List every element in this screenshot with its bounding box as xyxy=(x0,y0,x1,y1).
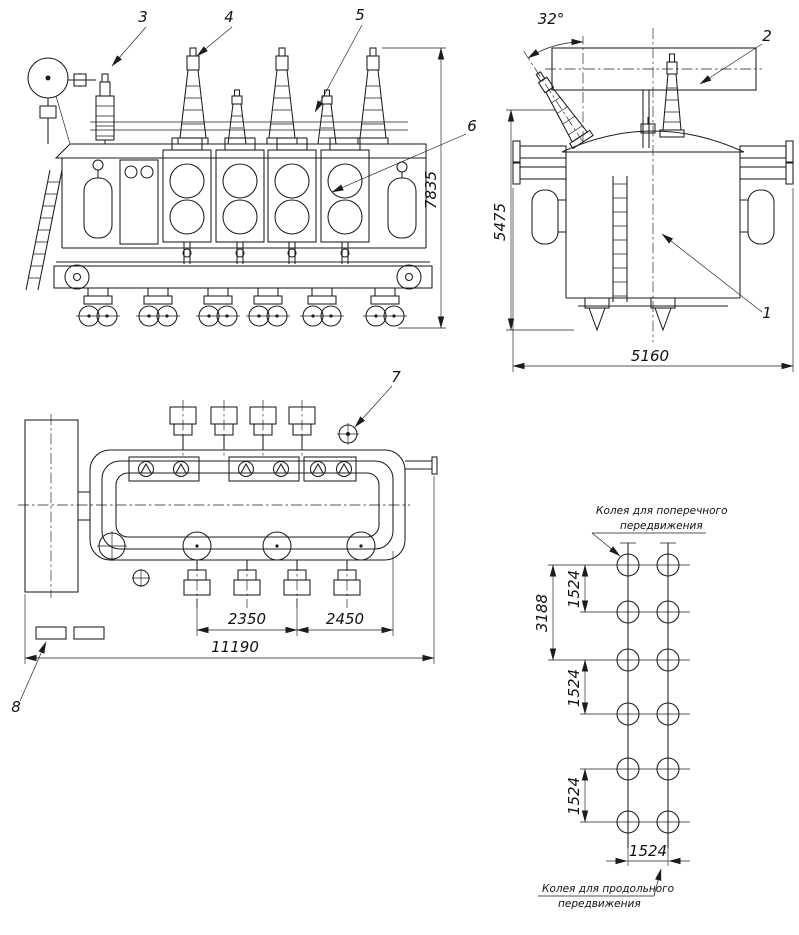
callout-1-leader xyxy=(661,233,763,313)
wheel-assembly xyxy=(300,288,344,327)
wheel-assembly xyxy=(196,288,240,327)
note-transverse-line1: Колея для поперечного xyxy=(596,505,728,517)
lv-bushing xyxy=(227,89,247,145)
callout-5-leader xyxy=(314,24,363,113)
dim-1524-b-label: 1524 xyxy=(565,669,583,707)
callout-7-label: 7 xyxy=(391,368,401,386)
plan-cooler-bank xyxy=(24,419,79,593)
note-longitudinal-line2: передвижения xyxy=(558,898,641,910)
wheel-assembly xyxy=(76,288,120,327)
hv-bushing xyxy=(266,47,298,145)
valve-symbols xyxy=(137,460,353,478)
dim-3188-label: 3188 xyxy=(533,594,551,632)
wheel-assembly xyxy=(246,288,290,327)
dim-2350-label: 2350 xyxy=(228,610,266,628)
side-bushing xyxy=(659,53,685,138)
callout-6-leader xyxy=(331,133,467,193)
item-7-device xyxy=(337,423,359,445)
angle-arc xyxy=(527,38,584,59)
dim-7835-label: 7835 xyxy=(422,171,440,209)
dim-5475-label: 5475 xyxy=(491,203,509,241)
surge-arrester xyxy=(95,73,115,144)
radiator-panel xyxy=(320,137,370,243)
item-8-box xyxy=(35,626,67,640)
wheel-assembly xyxy=(136,288,180,327)
side-ladder xyxy=(612,176,628,302)
callout-1-label: 1 xyxy=(762,304,772,322)
radiator-panel xyxy=(215,137,265,243)
callout-5-label: 5 xyxy=(355,6,365,24)
rails xyxy=(627,543,669,848)
callout-2-label: 2 xyxy=(762,27,772,45)
front-view: 3 4 5 6 7835 xyxy=(25,6,477,329)
side-view: 32° 2 1 5475 5160 xyxy=(491,10,794,372)
dim-1524-c-label: 1524 xyxy=(565,777,583,815)
lv-bushing xyxy=(317,89,337,145)
plan-view: 2350 2450 11190 7 8 xyxy=(11,368,438,716)
track-layout: 3188 1524 1524 1524 1524 Колея для попер… xyxy=(533,505,728,910)
callout-3-leader xyxy=(111,26,147,67)
callout-8-leader xyxy=(19,641,47,702)
dim-1524-bottom-label: 1524 xyxy=(629,842,667,860)
callout-4-label: 4 xyxy=(224,8,234,26)
callout-6-label: 6 xyxy=(467,117,477,135)
radiator-panel xyxy=(267,137,317,243)
callout-8-label: 8 xyxy=(11,698,21,716)
plan-bottom-bushings xyxy=(183,560,361,608)
radiator-panel xyxy=(162,137,212,243)
dim-5160-label: 5160 xyxy=(631,347,669,365)
angle-label: 32° xyxy=(538,10,565,28)
callout-7-leader xyxy=(354,385,393,428)
dim-1524-a-label: 1524 xyxy=(565,570,583,608)
hv-bushing xyxy=(177,47,209,145)
note-transverse-line2: передвижения xyxy=(620,520,703,532)
dim-11190-label: 11190 xyxy=(211,638,259,656)
plan-top-bushings xyxy=(169,400,316,456)
track-wheels xyxy=(606,553,690,834)
callout-3-label: 3 xyxy=(138,8,148,26)
note-longitudinal-leader xyxy=(653,868,662,897)
callout-2-leader xyxy=(699,43,763,85)
dim-2450-label: 2450 xyxy=(326,610,364,628)
hv-bushing xyxy=(357,47,389,145)
note-transverse-leader xyxy=(591,532,621,557)
wheel-assembly xyxy=(363,288,407,327)
ladder xyxy=(25,169,63,291)
conservator-fan xyxy=(27,57,96,145)
callout-4-leader xyxy=(196,26,233,57)
note-longitudinal-line1: Колея для продольного xyxy=(542,883,674,895)
